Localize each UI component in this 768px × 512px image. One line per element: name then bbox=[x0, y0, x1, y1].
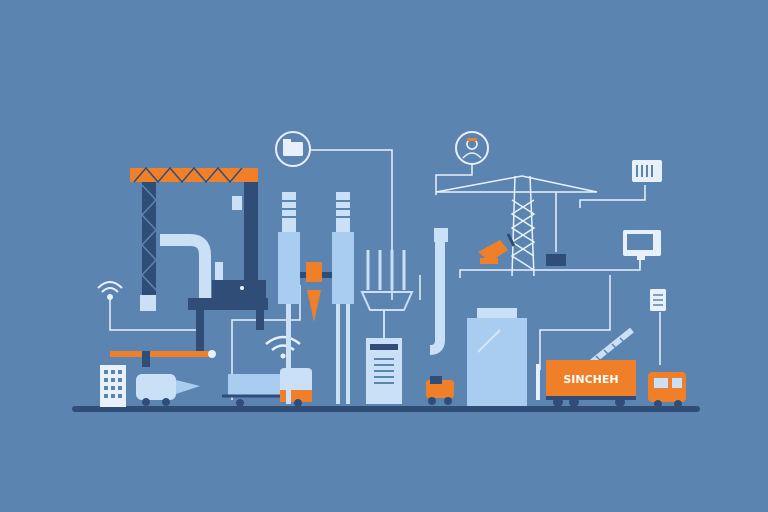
industrial-stacks bbox=[278, 192, 354, 404]
orange-arm bbox=[110, 350, 216, 367]
press-machine bbox=[160, 234, 268, 355]
network-lines bbox=[109, 149, 661, 400]
left-crane bbox=[130, 166, 258, 311]
boom-arm bbox=[590, 327, 634, 365]
delivery-truck: SINCHEH bbox=[536, 360, 636, 407]
crane-hook-box bbox=[546, 254, 566, 266]
control-cabinet bbox=[360, 228, 448, 404]
forklift bbox=[426, 376, 454, 405]
tower-crane bbox=[435, 175, 598, 277]
conveyor-truck bbox=[222, 368, 312, 407]
storage-tank bbox=[467, 308, 527, 406]
monitor-icon bbox=[623, 230, 661, 260]
tanker-cart bbox=[136, 374, 200, 406]
office-building bbox=[100, 365, 126, 407]
truck-label: SINCHEH bbox=[563, 373, 618, 386]
worker-icon bbox=[455, 131, 489, 165]
folder-icon bbox=[275, 131, 311, 167]
orange-excavator bbox=[478, 233, 516, 264]
document-icon bbox=[650, 289, 666, 311]
wifi-icon bbox=[97, 281, 123, 300]
wifi-signal-icon bbox=[265, 335, 301, 359]
server-icon bbox=[632, 160, 662, 182]
small-orange-truck bbox=[648, 372, 686, 408]
ground-line bbox=[72, 406, 700, 412]
